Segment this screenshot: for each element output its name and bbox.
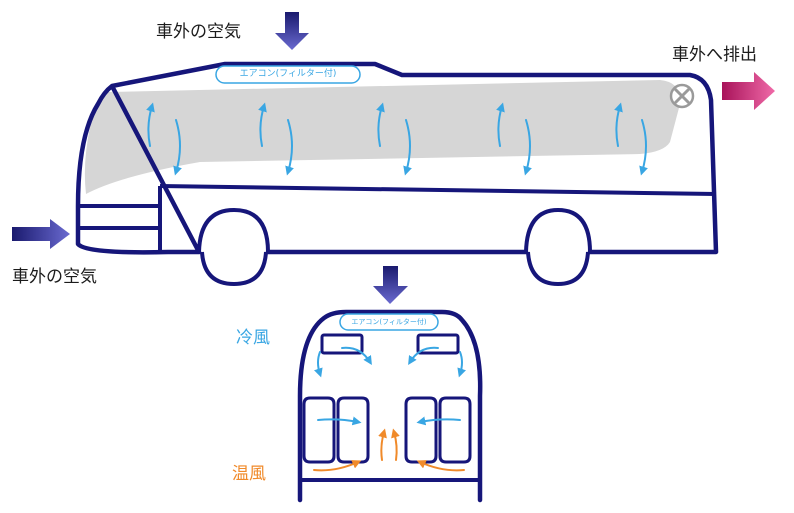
airflow-arrow-icon [258, 102, 267, 147]
belt-line [159, 184, 717, 196]
airflow-arrow-icon [614, 102, 623, 147]
front-wheel-arch [197, 207, 270, 253]
rear-wheel-arch [524, 207, 592, 253]
exhaust-arrow-icon [722, 72, 775, 110]
bus-front-view [297, 309, 483, 503]
airflow-arrow-icon [639, 119, 648, 176]
airflow-arrow-icon [408, 346, 439, 366]
outside-air-label-left: 車外の空気 [12, 267, 97, 287]
seat-icon [302, 396, 336, 464]
airflow-arrow-icon [313, 460, 362, 472]
exhaust-label: 車外へ排出 [672, 45, 757, 65]
cool-air-arrows [314, 346, 466, 426]
side-ac-label: エアコン(フィルター付) [239, 69, 337, 79]
airflow-arrow-icon [496, 102, 505, 147]
intake-arrow-icon [373, 266, 408, 304]
airflow-arrow-icon [376, 102, 385, 147]
airflow-arrow-icon [523, 119, 532, 176]
front-wheel [200, 251, 268, 287]
exhaust-arrow [722, 72, 775, 110]
airflow-arrow-icon [146, 102, 155, 147]
front-ac-unit [339, 313, 439, 331]
airflow-arrow-icon [416, 416, 461, 426]
warm-air-arrows [313, 428, 465, 472]
intake-arrow-front [373, 266, 408, 304]
intake-arrow-icon [275, 12, 309, 50]
airflow-arrow-icon [285, 119, 294, 176]
seat-icon [336, 396, 370, 464]
cool-air-label: 冷風 [236, 328, 270, 348]
intake-arrow-icon [12, 219, 70, 249]
airflow-arrow-icon [378, 428, 387, 461]
intake-arrow-left [12, 219, 70, 249]
intake-arrow-top [275, 12, 309, 50]
seats [302, 396, 472, 464]
side-ac-unit [215, 65, 361, 84]
seat-icon [404, 396, 438, 464]
front-body-outline [297, 309, 483, 503]
front-ac-label: エアコン(フィルター付) [351, 318, 427, 326]
airflow-arrow-icon [173, 119, 182, 176]
airflow-arrow-icon [391, 428, 400, 461]
rear-wheel [526, 251, 590, 287]
bus-side-view [75, 61, 719, 287]
side-airflow-arrows [146, 102, 648, 176]
airflow-arrow-icon [317, 416, 362, 426]
exhaust-fan-icon [669, 83, 695, 109]
warm-air-label: 温風 [232, 464, 266, 484]
bus-body-outline [75, 61, 719, 255]
airflow-arrow-icon [314, 351, 323, 378]
airflow-arrow-icon [416, 460, 465, 472]
outside-air-label-top: 車外の空気 [156, 22, 241, 42]
seat-icon [438, 396, 472, 464]
airflow-arrow-icon [341, 346, 372, 366]
airflow-arrow-icon [403, 119, 412, 176]
cabin-airflow-zone [84, 80, 681, 194]
airflow-arrow-icon [457, 351, 466, 378]
